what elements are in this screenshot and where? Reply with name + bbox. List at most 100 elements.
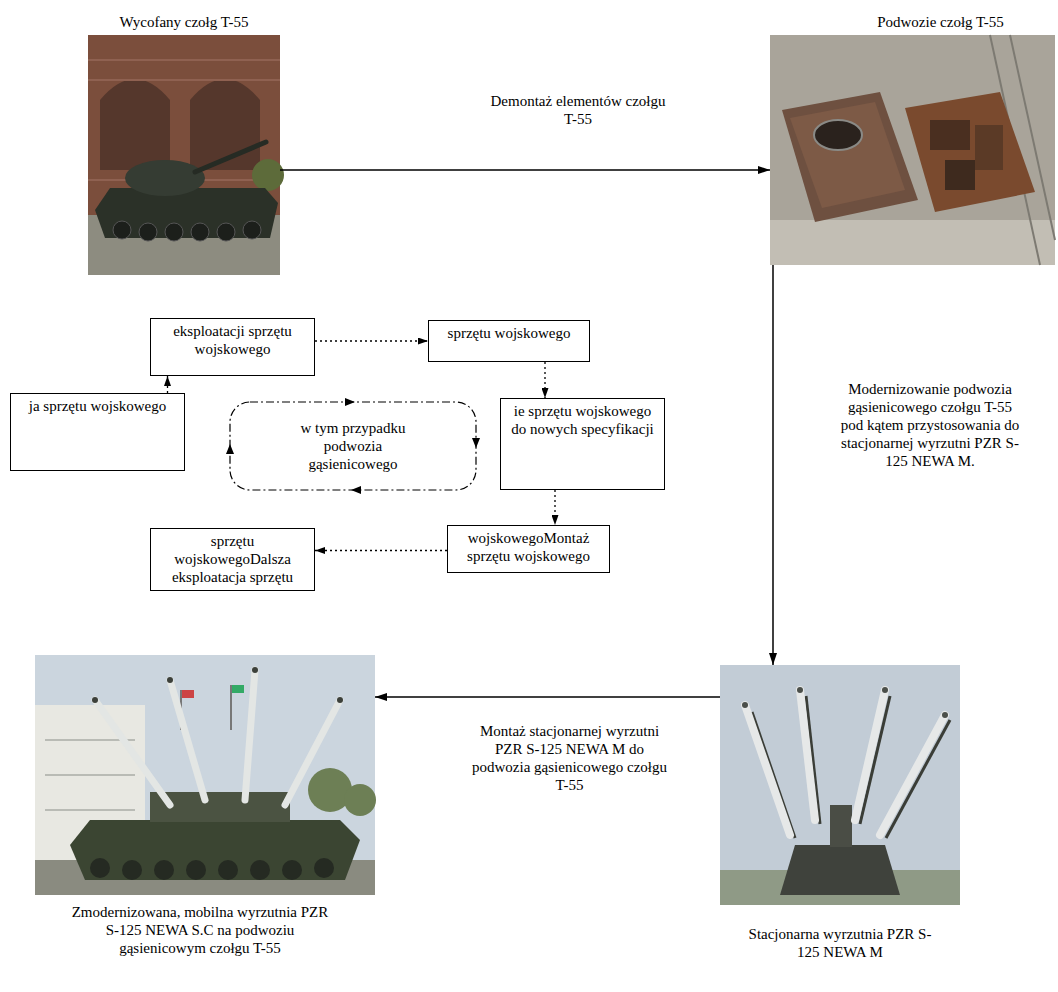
- photo-frame: Stacjonarna wyrzutnia PZR S-125 NEWA M: [720, 665, 960, 905]
- mobile-launcher-photo: [45, 809, 135, 811]
- retired-tank-photo: [88, 79, 280, 81]
- stationary-launcher-photo: [880, 715, 945, 835]
- chassis-photo: [930, 120, 970, 150]
- mobile-launcher-photo: [122, 860, 142, 880]
- retired-tank-photo: [165, 223, 183, 241]
- cycle-arrow: [167, 376, 168, 393]
- chassis-photo: [814, 120, 862, 150]
- mobile-launcher-photo: [170, 680, 205, 800]
- mobile-launcher-photo: [282, 860, 302, 880]
- retired-tank-photo: [125, 160, 205, 196]
- chassis-photo: [770, 220, 1055, 265]
- mobile-launcher-photo: [167, 677, 173, 683]
- stationary-launcher-photo: [797, 687, 803, 693]
- mobile-launcher-photo: [245, 670, 255, 800]
- box-text: sprzętu wojskowego: [435, 324, 583, 342]
- stationary-launcher-photo: [886, 720, 950, 838]
- stationary-launcher-photo: [860, 696, 890, 824]
- process-box: sprzętu wojskowego: [428, 320, 590, 362]
- stationary-launcher-photo: [882, 687, 888, 693]
- retired-tank-photo: [191, 223, 209, 241]
- mobile-launcher-photo: [186, 860, 206, 880]
- chassis-photo: [975, 125, 1003, 170]
- mobile-launcher-photo: [230, 685, 232, 730]
- chassis-photo: [945, 160, 975, 190]
- mobile-launcher-photo: [95, 700, 170, 805]
- cycle-arrow: [315, 550, 447, 551]
- process-arrow: [280, 169, 770, 171]
- stationary-launcher-photo: [942, 712, 948, 718]
- mobile-launcher-photo: [35, 655, 375, 895]
- mobile-launcher-photo: [182, 690, 194, 698]
- loop-arrow-head: [472, 438, 480, 448]
- stationary-launcher-photo: [745, 705, 790, 835]
- box-text: sprzętu wojskowegoDalsza eksploatacja sp…: [157, 532, 308, 586]
- box-text: ie sprzętu wojskowego do nowych specyfik…: [507, 402, 658, 438]
- mobile-launcher-photo: [250, 860, 270, 880]
- cycle-loop: w tym przypadku podwozia gąsienicowego: [228, 400, 478, 492]
- box-text: w tym przypadku podwozia gąsienicowego: [288, 419, 418, 473]
- mobile-launcher-photo: [70, 820, 360, 880]
- retired-tank-photo: [190, 79, 260, 170]
- edge-label: Modernizowanie podwozia gąsienicowego cz…: [840, 380, 1020, 470]
- chassis-photo: [1010, 35, 1055, 240]
- process-box: sprzętu wojskowegoDalsza eksploatacja sp…: [150, 528, 315, 591]
- loop-arrow-head: [351, 486, 361, 494]
- photo-caption: Wycofany czołg T-55: [74, 13, 294, 31]
- process-box: ja sprzętu wojskowego: [10, 393, 185, 471]
- photo-frame: Podwozie czołg T-55: [770, 35, 1055, 265]
- loop-arrow-head: [226, 444, 234, 454]
- mobile-launcher-photo: [90, 858, 110, 878]
- chassis-photo: [782, 92, 918, 222]
- edge-label: Demontaż elementów czołgu T-55: [488, 92, 668, 128]
- retired-tank-photo: [113, 221, 131, 239]
- mobile-launcher-photo: [45, 774, 135, 776]
- box-text: wojskowegoMontaż sprzętu wojskowego: [454, 529, 603, 565]
- retired-tank-photo: [95, 188, 278, 238]
- cycle-arrow: [544, 362, 545, 398]
- retired-tank-photo: [100, 79, 170, 170]
- retired-tank-photo: [195, 142, 266, 172]
- chassis-photo: [770, 35, 1055, 265]
- chassis-photo: [790, 102, 905, 208]
- mobile-launcher-photo: [154, 860, 174, 880]
- process-box: ie sprzętu wojskowego do nowych specyfik…: [500, 398, 665, 490]
- retired-tank-photo: [88, 59, 280, 61]
- mobile-launcher-photo: [35, 655, 376, 895]
- photo-caption: Zmodernizowana, mobilna wyrzutnia PZR S-…: [70, 903, 330, 957]
- stationary-launcher-photo: [780, 845, 900, 895]
- photo-caption: Podwozie czołg T-55: [831, 13, 1051, 31]
- mobile-launcher-photo: [344, 784, 376, 816]
- process-arrow: [375, 696, 720, 698]
- loop-outline: [230, 402, 476, 490]
- mobile-launcher-photo: [252, 667, 258, 673]
- mobile-launcher-photo: [314, 858, 334, 878]
- photo-frame: Zmodernizowana, mobilna wyrzutnia PZR S-…: [35, 655, 375, 895]
- stationary-launcher-photo: [830, 805, 852, 847]
- photo-frame: Wycofany czołg T-55: [88, 35, 280, 275]
- mobile-launcher-photo: [232, 685, 244, 693]
- mobile-launcher-photo: [337, 697, 343, 703]
- mobile-launcher-photo: [92, 697, 98, 703]
- cycle-arrow: [554, 490, 555, 525]
- box-text: eksploatacji sprzętu wojskowego: [157, 322, 308, 358]
- retired-tank-photo: [243, 221, 261, 239]
- retired-tank-photo: [139, 223, 157, 241]
- retired-tank-photo: [88, 35, 284, 275]
- mobile-launcher-photo: [285, 700, 340, 805]
- stationary-launcher-photo: [742, 702, 748, 708]
- edge-label: Montaż stacjonarnej wyrzutni PZR S-125 N…: [472, 722, 667, 794]
- retired-tank-photo: [88, 35, 280, 275]
- stationary-launcher-photo: [800, 690, 815, 820]
- chassis-photo: [905, 92, 1035, 212]
- process-box: eksploatacji sprzętu wojskowego: [150, 318, 315, 376]
- cycle-arrow: [315, 340, 428, 341]
- retired-tank-photo: [252, 159, 284, 191]
- mobile-launcher-photo: [218, 860, 238, 880]
- process-arrow: [772, 265, 774, 665]
- retired-tank-photo: [217, 223, 235, 241]
- stationary-launcher-photo: [720, 665, 960, 905]
- stationary-launcher-photo: [720, 665, 960, 905]
